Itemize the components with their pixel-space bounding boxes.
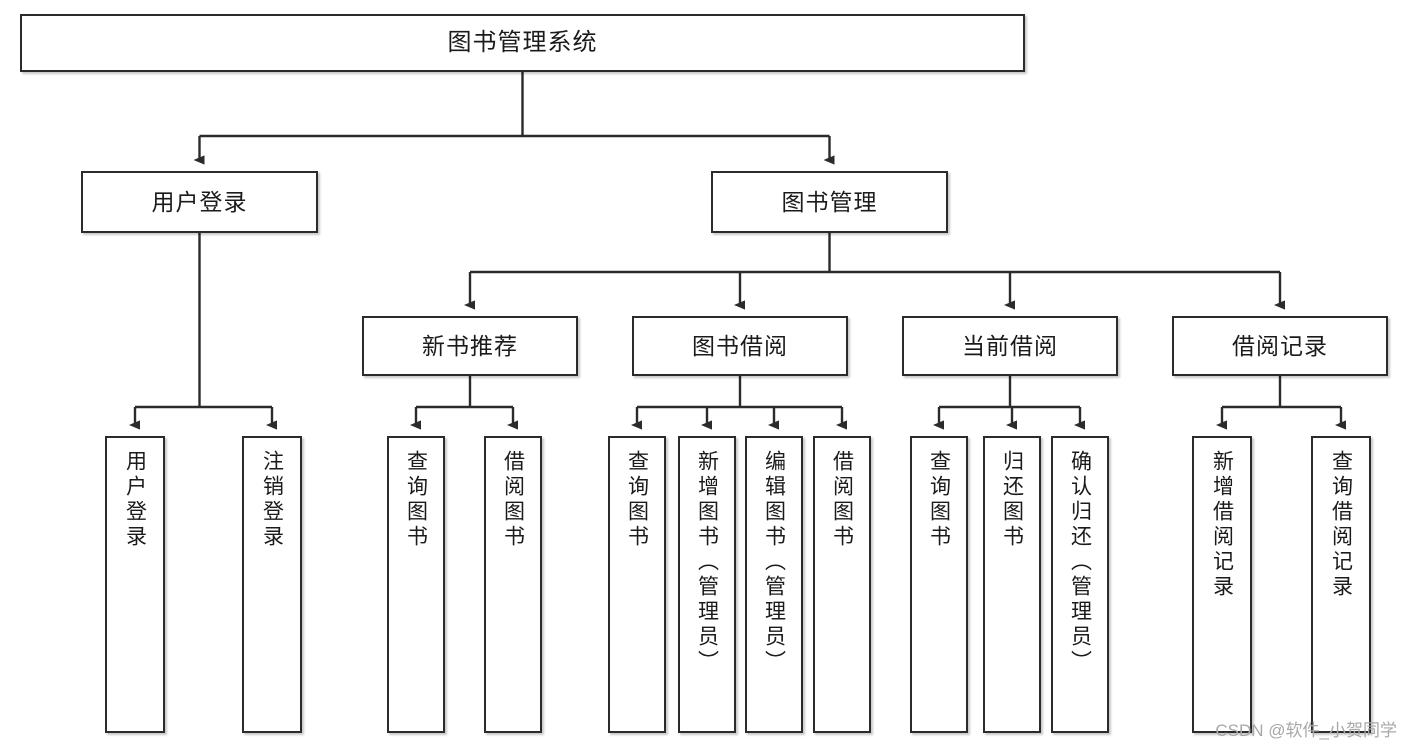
node-borrow[interactable]: 图书借阅	[632, 316, 848, 376]
node-b-borrow[interactable]: 借阅图书	[813, 436, 871, 733]
node-label: 借阅记录	[1232, 332, 1328, 359]
node-label: 图书借阅	[692, 332, 788, 359]
node-c-confirm[interactable]: 确认归还（管理员）	[1051, 436, 1109, 733]
node-label: 新增图书（管理员）	[695, 450, 719, 675]
node-c-query[interactable]: 查询图书	[910, 436, 968, 733]
node-bookmgmt[interactable]: 图书管理	[711, 171, 948, 233]
node-label: 注销登录	[260, 450, 284, 550]
node-b-query[interactable]: 查询图书	[608, 436, 666, 733]
node-newrec[interactable]: 新书推荐	[362, 316, 578, 376]
node-label: 图书管理	[781, 188, 878, 215]
node-label: 新书推荐	[422, 332, 518, 359]
node-label: 查询图书	[625, 450, 649, 550]
node-n-query[interactable]: 查询图书	[387, 436, 445, 733]
watermark: CSDN @软件_小贺同学	[1215, 721, 1397, 740]
node-label: 当前借阅	[962, 332, 1058, 359]
node-label: 用户登录	[123, 450, 147, 550]
node-l-logout[interactable]: 注销登录	[242, 436, 302, 733]
node-label: 归还图书	[1000, 450, 1024, 550]
node-records[interactable]: 借阅记录	[1172, 316, 1388, 376]
node-b-edit[interactable]: 编辑图书（管理员）	[745, 436, 803, 733]
node-label: 借阅图书	[501, 450, 525, 550]
node-l-login[interactable]: 用户登录	[105, 436, 165, 733]
node-label: 确认归还（管理员）	[1068, 450, 1092, 675]
node-n-borrow[interactable]: 借阅图书	[484, 436, 542, 733]
node-label: 用户登录	[151, 188, 248, 215]
node-label: 查询借阅记录	[1329, 450, 1353, 600]
node-label: 查询图书	[927, 450, 951, 550]
node-r-query[interactable]: 查询借阅记录	[1311, 436, 1371, 733]
node-current[interactable]: 当前借阅	[902, 316, 1118, 376]
node-label: 图书管理系统	[447, 29, 598, 57]
node-login[interactable]: 用户登录	[81, 171, 318, 233]
node-label: 借阅图书	[830, 450, 854, 550]
node-c-return[interactable]: 归还图书	[983, 436, 1041, 733]
node-label: 编辑图书（管理员）	[762, 450, 786, 675]
node-label: 查询图书	[404, 450, 428, 550]
node-root[interactable]: 图书管理系统	[20, 14, 1025, 72]
node-r-add[interactable]: 新增借阅记录	[1192, 436, 1252, 733]
node-b-add[interactable]: 新增图书（管理员）	[678, 436, 736, 733]
node-label: 新增借阅记录	[1210, 450, 1234, 600]
